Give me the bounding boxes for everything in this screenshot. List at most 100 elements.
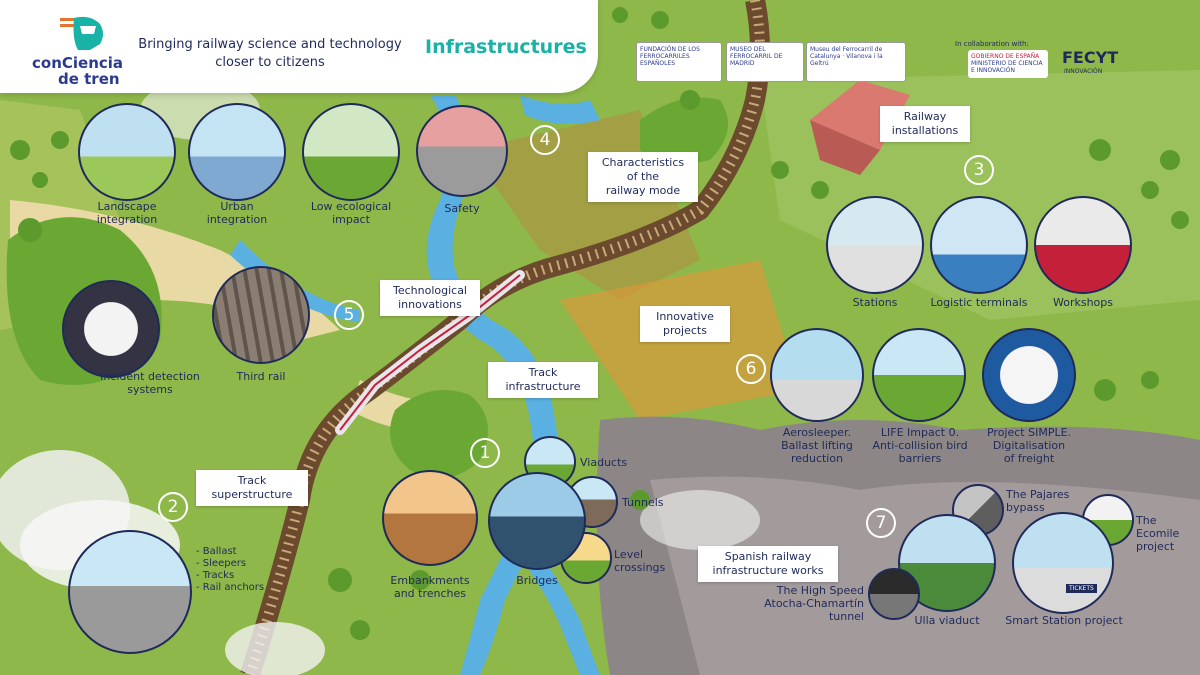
life-line-1: LIFE Impact 0. (880, 426, 960, 439)
simple-line-3: of freight (1003, 452, 1055, 465)
list-item-ballast: - Ballast (196, 546, 237, 557)
list-item-sleepers: - Sleepers (196, 558, 247, 569)
section-3-label[interactable]: Railway installations (880, 106, 970, 142)
safety-circle[interactable] (416, 105, 508, 197)
section-5-number[interactable]: 5 (334, 300, 364, 330)
aerosleeper-line-1: Aerosleeper. (782, 426, 852, 439)
third-rail-label: Third rail (236, 370, 286, 383)
ecological-line-1: Low ecological (310, 200, 392, 213)
collab-text: In collaboration with: (955, 40, 1029, 48)
ecomile-line-1: The Ecomile (1136, 514, 1180, 540)
superstructure-list: - Ballast - Sleepers - Tracks - Rail anc… (196, 546, 264, 594)
viaducts-label: Viaducts (580, 456, 628, 469)
fecyt-logo: FECYT (1062, 48, 1118, 67)
fecyt-text: FECYT (1062, 48, 1119, 67)
museo-cat-text: Museu del Ferrocarril de Catalunya · Vil… (810, 46, 883, 67)
urban-line-1: Urban (220, 200, 254, 213)
section-4-title-2: of the (626, 170, 660, 183)
partner-ffe-logo: FUNDACIÓN DE LOS FERROCARRILES ESPAÑOLES (636, 42, 722, 82)
workshops-label: Workshops (1052, 296, 1113, 309)
section-7-title-1: Spanish railway (724, 550, 812, 563)
atocha-tunnel-circle[interactable] (868, 568, 920, 620)
ecomile-line-2: project (1136, 540, 1175, 553)
safety-label: Safety (444, 202, 480, 215)
pajares-line-2: bypass (1006, 501, 1045, 514)
section-5-title-1: Technological (392, 284, 467, 297)
bridges-circle[interactable] (488, 472, 586, 570)
pajares-line-1: The Pajares (1006, 488, 1070, 501)
page-title: Infrastructures (425, 36, 587, 58)
section-6-number[interactable]: 6 (736, 354, 766, 384)
fecyt-sub-text: INNOVACIÓN (1064, 68, 1103, 75)
incident-line-1: Incident detection (100, 370, 200, 383)
section-1-label[interactable]: Track infrastructure (488, 362, 598, 398)
tagline-line-1: Bringing railway science and technology (138, 37, 402, 52)
superstructure-circle[interactable] (68, 530, 192, 654)
landscape-line-2: integration (96, 213, 158, 226)
logo-icon (60, 14, 106, 54)
tagline-line-2: closer to citizens (215, 55, 325, 70)
life-line-3: barriers (898, 452, 942, 465)
level-crossings-label: Level crossings (614, 548, 674, 574)
logistic-terminals-circle[interactable] (930, 196, 1028, 294)
ecomile-label: The Ecomile project (1136, 514, 1200, 553)
landscape-integration-circle[interactable] (78, 103, 176, 201)
section-2-number[interactable]: 2 (158, 492, 188, 522)
section-3-number[interactable]: 3 (964, 155, 994, 185)
embankments-circle[interactable] (382, 470, 478, 566)
project-simple-circle[interactable] (982, 328, 1076, 422)
simple-line-2: Digitalisation (992, 439, 1066, 452)
low-ecological-impact-label: Low ecological impact (306, 200, 396, 226)
atocha-tunnel-label: The High Speed Atocha-Chamartín tunnel (728, 584, 864, 623)
project-simple-label: Project SIMPLE. Digitalisation of freigh… (976, 426, 1082, 465)
logo-text-bottom: de tren (58, 70, 120, 88)
urban-integration-label: Urban integration (192, 200, 282, 226)
section-7-number[interactable]: 7 (866, 508, 896, 538)
stations-circle[interactable] (826, 196, 924, 294)
section-5-label[interactable]: Technological innovations (380, 280, 480, 316)
header-panel: conCiencia de tren Bringing railway scie… (0, 0, 598, 93)
incident-detection-circle[interactable] (62, 280, 160, 378)
ulla-viaduct-circle[interactable] (898, 514, 996, 612)
ffe-text: FUNDACIÓN DE LOS FERROCARRILES ESPAÑOLES (640, 46, 700, 67)
gobierno-logo: GOBIERNO DE ESPAÑA MINISTERIO DE CIENCIA… (968, 50, 1048, 78)
logo-text-top: conCiencia (32, 54, 124, 72)
low-ecological-impact-circle[interactable] (302, 103, 400, 201)
workshops-circle[interactable] (1034, 196, 1132, 294)
section-4-title-3: railway mode (605, 184, 681, 197)
smart-station-circle[interactable]: TICKETS (1012, 512, 1114, 614)
pajares-bypass-label: The Pajares bypass (1006, 488, 1076, 514)
level-line-2: crossings (614, 561, 666, 574)
smart-station-label: Smart Station project (1005, 614, 1123, 627)
simple-line-1: Project SIMPLE. (986, 426, 1072, 439)
gobierno-text: GOBIERNO DE ESPAÑA (971, 53, 1040, 60)
section-7-label[interactable]: Spanish railway infrastructure works (698, 546, 838, 582)
tunnels-label: Tunnels (622, 496, 664, 509)
section-2-title-1: Track (237, 474, 267, 487)
list-item-rail-anchors: - Rail anchors (196, 582, 265, 593)
ministerio-text: MINISTERIO DE CIENCIA E INNOVACIÓN (971, 60, 1043, 74)
incident-line-2: systems (127, 383, 173, 396)
life-impact-label: LIFE Impact 0. Anti-collision bird barri… (864, 426, 976, 465)
section-6-title-1: Innovative (656, 310, 714, 323)
section-4-number[interactable]: 4 (530, 125, 560, 155)
embankments-line-2: and trenches (393, 587, 467, 600)
life-impact-circle[interactable] (872, 328, 966, 422)
section-4-title-1: Characteristics (601, 156, 685, 169)
aerosleeper-line-2: Ballast lifting (781, 439, 853, 452)
section-7-title-2: infrastructure works (712, 564, 824, 577)
section-2-title-2: superstructure (211, 488, 293, 501)
section-1-number[interactable]: 1 (470, 438, 500, 468)
aerosleeper-line-3: reduction (790, 452, 844, 465)
section-4-label[interactable]: Characteristics of the railway mode (588, 152, 698, 202)
landscape-line-1: Landscape (97, 200, 157, 213)
life-line-2: Anti-collision bird (872, 439, 968, 452)
urban-integration-circle[interactable] (188, 103, 286, 201)
urban-line-2: integration (206, 213, 268, 226)
section-2-label[interactable]: Track superstructure (196, 470, 308, 506)
aerosleeper-circle[interactable] (770, 328, 864, 422)
third-rail-circle[interactable] (212, 266, 310, 364)
section-6-label[interactable]: Innovative projects (640, 306, 730, 342)
embankments-label: Embankments and trenches (376, 574, 484, 600)
landscape-integration-label: Landscape integration (82, 200, 172, 226)
